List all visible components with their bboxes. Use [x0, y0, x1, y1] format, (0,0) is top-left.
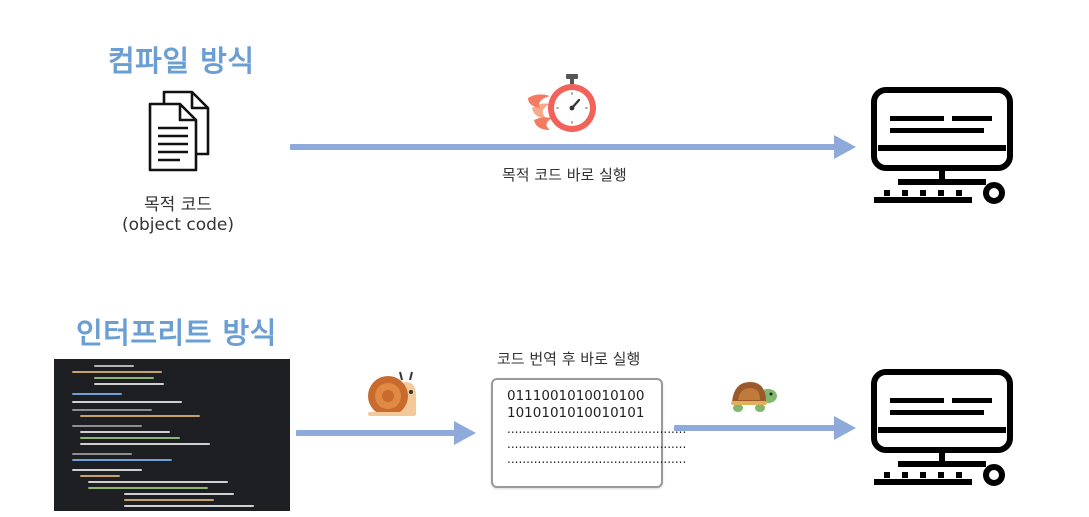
document-stack-icon	[146, 90, 214, 172]
flaming-stopwatch-icon	[524, 72, 600, 136]
compile-arrow-shaft	[290, 144, 836, 150]
dots-line-3: ........................................…	[507, 452, 687, 466]
source-code-screenshot	[54, 359, 290, 511]
desktop-computer-icon	[868, 368, 1016, 488]
interpreter-heading: 인터프리트 방식	[76, 316, 277, 350]
binary-box-caption: 코드 번역 후 바로 실행	[497, 350, 641, 368]
interpret-arrow-1-shaft	[296, 430, 456, 436]
translated-code-box: 0111001010010100 1010101010010101 ......…	[491, 378, 687, 488]
compile-arrow-caption: 목적 코드 바로 실행	[502, 166, 627, 184]
snail-icon	[364, 370, 420, 418]
dots-line-1: ........................................…	[507, 422, 687, 436]
binary-line-2: 1010101010010101	[507, 405, 645, 421]
interpret-arrow-2-head	[834, 416, 856, 440]
turtle-icon	[728, 378, 780, 414]
compile-arrow-head	[834, 135, 856, 159]
interpret-arrow-2-shaft	[674, 425, 836, 431]
dots-line-2: ........................................…	[507, 437, 687, 451]
compile-heading: 컴파일 방식	[108, 44, 255, 78]
object-code-sublabel: (object code)	[121, 215, 235, 235]
desktop-computer-icon	[868, 86, 1016, 206]
object-code-label: 목적 코드	[144, 195, 212, 215]
binary-line-1: 0111001010010100	[507, 388, 645, 404]
interpret-arrow-1-head	[454, 421, 476, 445]
